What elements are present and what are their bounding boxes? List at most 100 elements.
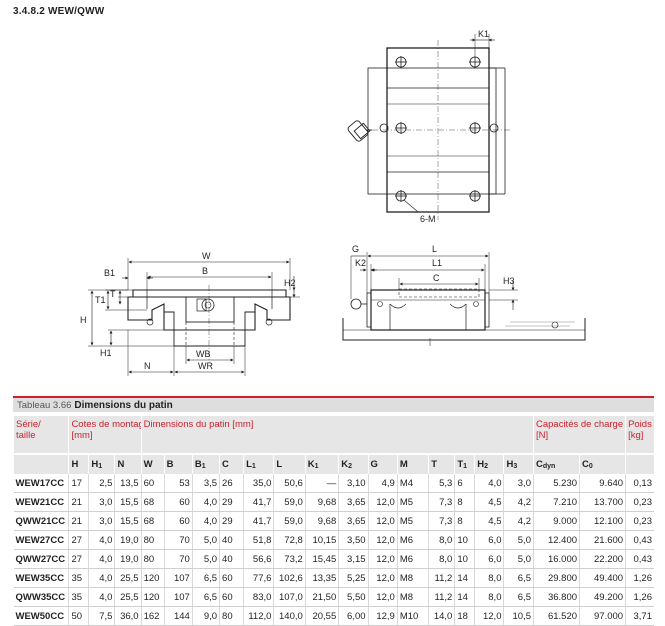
cell-serie: QWW35CC bbox=[13, 587, 69, 607]
table-cell: 7,3 bbox=[428, 492, 455, 512]
table-cell: 3,5 bbox=[191, 474, 220, 493]
dim-k2: K2 bbox=[355, 258, 366, 268]
side-view: L L1 C G K2 H3 bbox=[342, 244, 586, 346]
table-cell: 4,0 bbox=[88, 587, 115, 607]
table-cell: 4,2 bbox=[503, 492, 534, 512]
table-cell: 35 bbox=[68, 587, 89, 607]
table-cell: 7,5 bbox=[88, 606, 115, 626]
column-header-h3: H3 bbox=[503, 453, 534, 474]
table-cell: 5.230 bbox=[532, 474, 580, 493]
table-cell: 25,5 bbox=[114, 587, 142, 607]
table-cell: 0,43 bbox=[625, 549, 654, 569]
table-cell: 73,2 bbox=[273, 549, 306, 569]
table-cell: 7,3 bbox=[428, 511, 455, 531]
table-cell: 77,6 bbox=[243, 568, 274, 588]
table-cell: 27 bbox=[68, 549, 89, 569]
table-cell: 29.800 bbox=[532, 568, 580, 588]
table-cell: M6 bbox=[396, 549, 429, 569]
table-cell: M8 bbox=[396, 587, 429, 607]
table-cell: 60 bbox=[163, 511, 193, 531]
dim-h3: H3 bbox=[503, 276, 515, 286]
table-cell: 107 bbox=[163, 587, 193, 607]
table-cell: 12,0 bbox=[367, 511, 398, 531]
column-header-t: T bbox=[428, 453, 455, 474]
table-cell: 12,0 bbox=[367, 530, 398, 550]
column-header-t1: T1 bbox=[454, 453, 475, 474]
table-cell: 59,0 bbox=[273, 492, 306, 512]
table-cell: 5,0 bbox=[503, 530, 534, 550]
table-cell: 18 bbox=[454, 606, 475, 626]
table-cell: 1,26 bbox=[625, 568, 654, 588]
column-header-l1: L1 bbox=[243, 453, 274, 474]
table-cell: 40 bbox=[219, 549, 244, 569]
cell-serie: WEW50CC bbox=[13, 606, 69, 626]
dim-wr: WR bbox=[198, 361, 213, 371]
table-cell: 12,9 bbox=[367, 606, 398, 626]
table-cell: 6,0 bbox=[474, 530, 504, 550]
dim-h2: H2 bbox=[284, 278, 296, 288]
table-cell: 6,5 bbox=[503, 587, 534, 607]
table-cell: 9,0 bbox=[191, 606, 220, 626]
table-cell: 8,0 bbox=[474, 568, 504, 588]
column-header-c0: C0 bbox=[579, 453, 626, 474]
header-capacites-charge: Capacités de charge[N] bbox=[532, 416, 626, 454]
table-cell: 12.100 bbox=[579, 511, 626, 531]
top-view: K1 6-M bbox=[347, 29, 510, 224]
table-cell: 13.700 bbox=[579, 492, 626, 512]
header-cotes-montage: Cotes de montage[mm] bbox=[68, 416, 142, 454]
table-cell: 4,0 bbox=[474, 474, 504, 493]
table-cell: 5,50 bbox=[338, 587, 369, 607]
table-caption-title: Dimensions du patin bbox=[74, 400, 173, 411]
table-cell: 10 bbox=[454, 549, 475, 569]
table-cell: 9,68 bbox=[304, 511, 339, 531]
cell-serie: WEW27CC bbox=[13, 530, 69, 550]
table-cell: 8,0 bbox=[474, 587, 504, 607]
table-cell: 12,0 bbox=[367, 587, 398, 607]
section-title: 3.4.8.2 WEW/QWW bbox=[13, 6, 105, 17]
table-cell: 0,43 bbox=[625, 530, 654, 550]
table-cell: 15,5 bbox=[114, 511, 142, 531]
table-cell: 4,5 bbox=[474, 492, 504, 512]
table-cell: 4,0 bbox=[191, 511, 220, 531]
column-header-h: H bbox=[68, 453, 89, 474]
table-cell: 60 bbox=[219, 587, 244, 607]
table-cell: 9.000 bbox=[532, 511, 580, 531]
table-cell: 35,0 bbox=[243, 474, 274, 493]
table-cell: 12,0 bbox=[367, 568, 398, 588]
column-header-cdyn: Cdyn bbox=[532, 453, 580, 474]
table-cell: M5 bbox=[396, 511, 429, 531]
dim-t1: T1 bbox=[95, 295, 106, 305]
dim-b1: B1 bbox=[104, 268, 115, 278]
column-header-g: G bbox=[367, 453, 398, 474]
header-poids: Poids[kg] bbox=[625, 416, 654, 454]
table-cell: 56,6 bbox=[243, 549, 274, 569]
cell-serie: WEW21CC bbox=[13, 492, 69, 512]
column-header-k2: K2 bbox=[338, 453, 369, 474]
table-cell: 50,6 bbox=[273, 474, 306, 493]
table-cell: 4,5 bbox=[474, 511, 504, 531]
table-cell: 8,0 bbox=[428, 549, 455, 569]
table-cell: 8 bbox=[454, 511, 475, 531]
table-cell: 3,10 bbox=[338, 474, 369, 493]
dim-w: W bbox=[202, 251, 211, 261]
table-cell: 102,6 bbox=[273, 568, 306, 588]
column-header-m: M bbox=[396, 453, 429, 474]
table-cell: 4,0 bbox=[191, 492, 220, 512]
table-cell: 0,23 bbox=[625, 492, 654, 512]
table-cell: 83,0 bbox=[243, 587, 274, 607]
table-cell: 60 bbox=[140, 474, 165, 493]
column-header-b: B bbox=[163, 453, 193, 474]
table-cell: 9,68 bbox=[304, 492, 339, 512]
table-cell: 19,0 bbox=[114, 549, 142, 569]
front-view: W B B1 T1 T H2 H H1 WB N WR bbox=[80, 251, 300, 376]
table-cell: M4 bbox=[396, 474, 429, 493]
header-dimensions-patin: Dimensions du patin [mm] bbox=[140, 416, 534, 454]
table-cell: 3,0 bbox=[503, 474, 534, 493]
table-cell: 12,0 bbox=[367, 492, 398, 512]
table-cell: 10 bbox=[454, 530, 475, 550]
table-cell: 6,5 bbox=[191, 587, 220, 607]
table-cell: 25,5 bbox=[114, 568, 142, 588]
table-cell: 6,00 bbox=[338, 606, 369, 626]
table-cell: 41,7 bbox=[243, 511, 274, 531]
